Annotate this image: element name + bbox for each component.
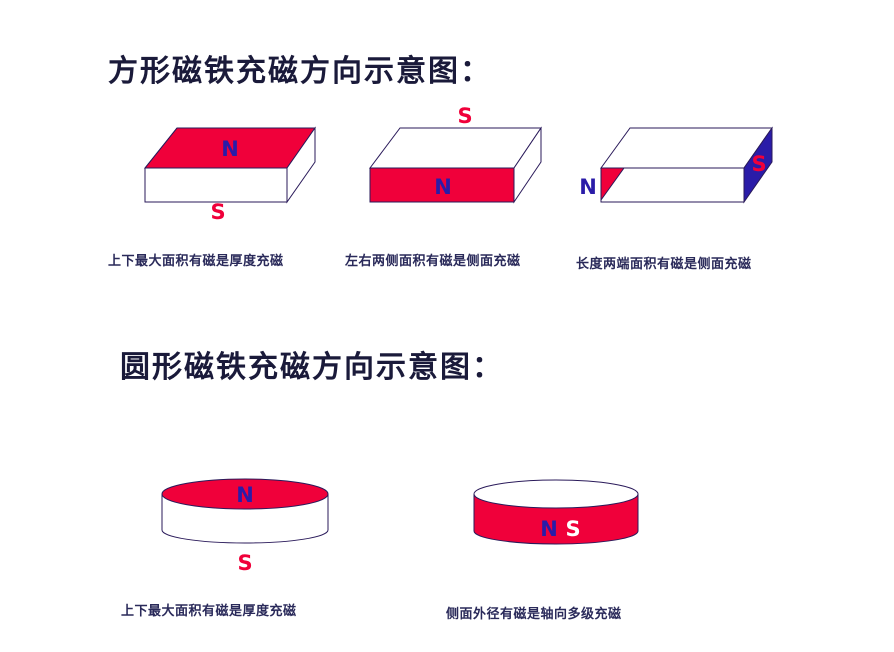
cyl2-south-label: S — [565, 517, 580, 541]
cyl2-north-label: N — [540, 517, 558, 541]
box1-front-face — [144, 167, 288, 203]
square-magnet-side-diagram: N S — [369, 104, 542, 204]
round-axial-caption: 侧面外径有磁是轴向多级充磁 — [446, 607, 622, 622]
square-length-caption: 长度两端面积有磁是侧面充磁 — [576, 257, 752, 272]
box2-north-label: N — [434, 175, 452, 199]
cyl1-north-label: N — [236, 483, 254, 507]
round-magnet-thickness-diagram: N S — [161, 478, 329, 575]
box3-left-end-red — [600, 167, 625, 202]
square-magnet-length-diagram: N S — [579, 126, 773, 204]
box1-south-label: S — [210, 200, 225, 224]
box3-front-face — [600, 167, 745, 203]
box3-south-label: S — [751, 152, 766, 176]
box3-top-face — [600, 127, 773, 169]
round-thickness-caption: 上下最大面积有磁是厚度充磁 — [121, 604, 297, 619]
box2-top-face — [369, 127, 542, 169]
square-thickness-caption: 上下最大面积有磁是厚度充磁 — [108, 254, 284, 269]
box3-north-label: N — [579, 175, 597, 199]
round-magnet-axial-diagram: N S — [473, 479, 639, 545]
box2-south-label: S — [457, 104, 472, 128]
cyl1-south-label: S — [237, 551, 252, 575]
cyl2-top-face — [473, 479, 639, 509]
square-magnet-title: 方形磁铁充磁方向示意图： — [108, 54, 492, 89]
box2-side-face — [513, 126, 542, 204]
box1-side-face — [286, 126, 316, 204]
cyl1-top-face — [161, 478, 329, 510]
box1-hidden-edge — [144, 127, 178, 169]
box1-north-label: N — [221, 137, 239, 161]
square-magnet-thickness-diagram: N S — [143, 126, 316, 224]
round-magnet-title: 圆形磁铁充磁方向示意图： — [120, 350, 504, 385]
square-side-caption: 左右两侧面积有磁是侧面充磁 — [345, 254, 521, 269]
box3-right-end-face — [743, 126, 773, 204]
